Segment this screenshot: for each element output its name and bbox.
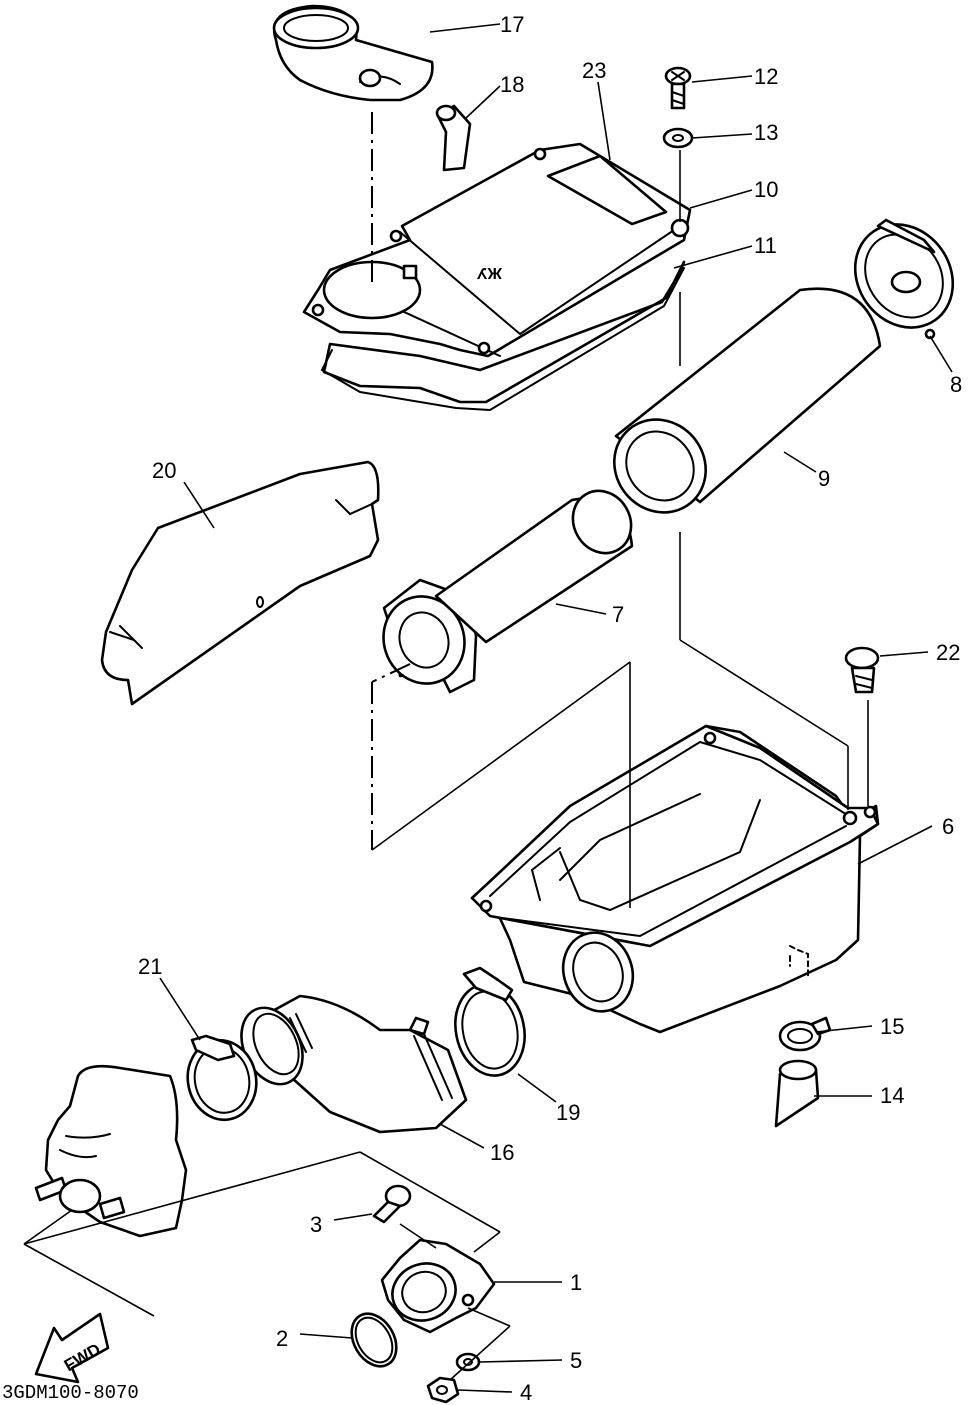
part-10-air-filter-cover: ЖУ [302, 142, 692, 358]
callout-13: 13 [754, 120, 778, 145]
callout-19: 19 [556, 1100, 580, 1125]
callout-leaders [159, 23, 953, 1393]
part-11-gasket [320, 260, 686, 412]
part-1-carburetor-joint [380, 1238, 496, 1334]
part-13-washer [662, 127, 694, 149]
part-8-end-cap [853, 218, 955, 340]
callout-10: 10 [754, 177, 778, 202]
cover-marking: ЖУ [476, 264, 503, 281]
part-18-elbow-hose [435, 104, 472, 172]
callout-14: 14 [880, 1083, 904, 1108]
callout-3: 3 [310, 1212, 322, 1237]
callout-numbers: 17 18 23 12 13 10 11 8 9 20 7 22 6 21 15… [138, 12, 962, 1405]
part-3-bolt [372, 1184, 412, 1224]
part-4-nut [426, 1376, 460, 1404]
part-12-screw [664, 66, 692, 110]
part-2-o-ring [350, 1312, 398, 1368]
diagram-code: 3GDM100-8070 [2, 1382, 139, 1404]
callout-17: 17 [500, 12, 524, 37]
part-14-drain-cap [774, 1059, 820, 1128]
callout-2: 2 [276, 1326, 288, 1351]
part-17-intake-cap [272, 4, 434, 102]
callout-22: 22 [936, 640, 960, 665]
part-20-filter-plate [100, 460, 380, 706]
callout-12: 12 [754, 64, 778, 89]
callout-11: 11 [754, 233, 777, 258]
callout-7: 7 [612, 602, 624, 627]
callout-9: 9 [818, 466, 830, 491]
callout-16: 16 [490, 1140, 514, 1165]
fwd-arrow-icon: FWD [34, 1312, 110, 1384]
callout-15: 15 [880, 1014, 904, 1039]
callout-6: 6 [942, 814, 954, 839]
part-6-air-filter-case [470, 724, 880, 1034]
part-22-bolt [844, 646, 880, 694]
callout-5: 5 [570, 1348, 582, 1373]
callout-4: 4 [520, 1380, 532, 1405]
part-9-air-filter-element [613, 287, 882, 514]
callout-23: 23 [582, 58, 606, 83]
part-19-clamp [454, 966, 526, 1077]
engine-silhouette [34, 1064, 188, 1238]
callout-18: 18 [500, 72, 524, 97]
part-15-clamp [778, 1016, 832, 1052]
assembly-lines [23, 112, 869, 1381]
callout-21: 21 [138, 954, 162, 979]
part-21-clamp [186, 1034, 258, 1122]
callout-1: 1 [570, 1270, 582, 1295]
callout-8: 8 [950, 372, 962, 397]
callout-20: 20 [152, 458, 176, 483]
part-7-intake-tube [382, 489, 634, 694]
part-16-intake-boot [240, 994, 468, 1134]
